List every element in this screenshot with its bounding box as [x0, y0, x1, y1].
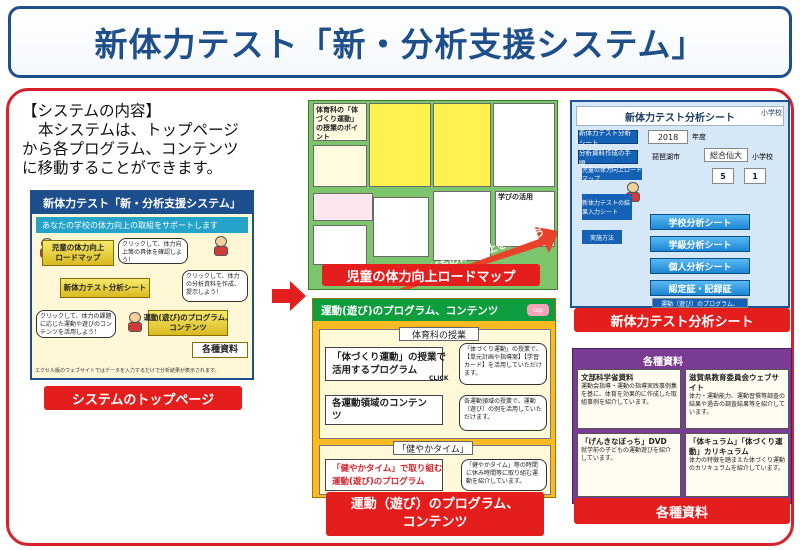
sports-contents-note: 各運動領域の授業で、運動（遊び）の例を活用していただけます。: [459, 395, 547, 431]
analysis-sheet-thumbnail[interactable]: 新体力テスト分析シート 小学校 新体力テスト分析シート 2018 年度 分析資料…: [570, 100, 790, 308]
analysis-label: 新体力テスト分析シート: [574, 308, 790, 332]
dvd-material-title: 「げんきなぼっち」DVD: [581, 437, 667, 446]
curriculum-material-card[interactable]: 「体キュラム」「体づくり運動」カリキュラム 体力の特徴を踏まえた体づくり運動のカ…: [685, 433, 789, 497]
analysis-title: 新体力テスト分析シート: [576, 106, 784, 126]
year-unit: 年度: [692, 133, 706, 141]
mext-material-card[interactable]: 文部科学省資料 運動会指導・運動の指導実践事例集を基に、体育を効果的に作成した取…: [577, 369, 681, 429]
body-building-note: 「体づくり運動」の授業で、【単元計画や指導案】【学習カード】を活用していただけま…: [459, 343, 547, 385]
class-value[interactable]: 1: [744, 168, 766, 184]
description-line-3: に移動することができます。: [22, 159, 222, 177]
healthy-time-program-button[interactable]: 「健やかタイム」で取り組む 運動(遊び)のプログラム: [325, 459, 443, 491]
curriculum-material-text: 体力の特徴を踏まえた体づくり運動のカリキュラムを紹介しています。: [689, 457, 786, 472]
programs-header: 運動(遊び)のプログラム、コンテンツ: [313, 299, 555, 321]
healthy-time-tag: 「健やかタイム」: [393, 441, 473, 455]
roadmap-button[interactable]: 児童の体力向上 ロードマップ: [42, 240, 114, 266]
top-page-thumbnail[interactable]: 新体力テスト「新・分析支援システム」 あなたの学校の体力向上の取組をサポートしま…: [30, 190, 254, 380]
analysis-school-label: 小学校: [761, 109, 782, 117]
analysis-bottom-link[interactable]: 運動（遊び）のプログラム、: [652, 298, 748, 308]
top-page-footer: エクセル版のウェブサイトではデータを入力するだけで分析結果が表示されます。: [35, 368, 220, 374]
roadmap-title-card: 体育科の「体づくり運動」の授業のポイント: [313, 103, 367, 141]
school-unit: 小学校: [752, 153, 773, 161]
roadmap-card: [493, 103, 555, 187]
curriculum-material-title: 「体キュラム」「体づくり運動」カリキュラム: [689, 437, 783, 456]
healthy-time-note: 「健やかタイム」等の時間に休み時間等に取り組む運動を紹介しています。: [461, 459, 547, 491]
description-line-1: 本システムは、トップページ: [38, 121, 239, 139]
top-button[interactable]: top: [527, 304, 549, 316]
programs-bubble: クリックして、体力の課題に応じた運動や遊びのコンテンツを活用しよう！: [36, 310, 116, 338]
analysis-left-label[interactable]: 児童の体力向上ロードマップ: [582, 167, 643, 183]
mext-material-text: 運動会指導・運動の指導実践事例集を基に、体育を効果的に作成した取組事例を紹介して…: [581, 383, 678, 406]
top-page-subheader: あなたの学校の体力向上の取組をサポートします: [36, 217, 248, 233]
mascot-icon: [212, 236, 230, 256]
materials-thumbnail[interactable]: 各種資料 文部科学省資料 運動会指導・運動の指導実践事例集を基に、体育を効果的に…: [572, 348, 792, 504]
description-line-2: から各プログラム、コンテンツ: [22, 140, 239, 158]
top-page-header: 新体力テスト「新・分析支援システム」: [32, 192, 252, 214]
materials-label: 各種資料: [574, 498, 790, 524]
roadmap-thumbnail[interactable]: 体育科の「体づくり運動」の授業のポイント 学びの活用 子どもの体力向上をめざそう: [308, 100, 558, 290]
school-name: 総合仙大: [704, 148, 748, 162]
click-label: CLICK: [429, 375, 449, 382]
shiga-website-card[interactable]: 滋賀県教育委員会ウェブサイト 体力・運動能力、運動習慣等調査の結果や過去の調査結…: [685, 369, 789, 429]
year-value: 2018: [648, 130, 688, 144]
programs-button[interactable]: 運動(遊び)のプログラム、 コンテンツ: [143, 310, 233, 336]
analysis-sheet-button[interactable]: 新体力テスト分析シート: [60, 278, 150, 298]
main-frame: [6, 88, 794, 546]
pe-class-tag: 体育科の授業: [399, 327, 479, 341]
grade-value[interactable]: 5: [712, 168, 734, 184]
roadmap-card: [313, 225, 367, 265]
description-heading: 【システムの内容】: [22, 102, 162, 120]
system-description: 【システムの内容】 本システムは、トップページ から各プログラム、コンテンツ に…: [22, 102, 292, 178]
analysis-left-label: 新体力テスト分析シート: [578, 129, 638, 147]
analysis-left-label[interactable]: 実施方法: [582, 230, 622, 244]
roadmap-card: [313, 145, 367, 187]
analysis-left-label: 分析資料作成の手順: [578, 149, 638, 167]
dvd-material-card[interactable]: 「げんきなぼっち」DVD 就学前の子どもの運動遊びを紹介しています。: [577, 433, 681, 497]
shiga-website-title: 滋賀県教育委員会ウェブサイト: [689, 373, 779, 392]
individual-analysis-button[interactable]: 個人分析シート: [650, 258, 750, 274]
growth-arrow-icon: [399, 227, 557, 289]
dvd-material-text: 就学前の子どもの運動遊びを紹介しています。: [581, 447, 672, 462]
analysis-left-label[interactable]: 新体力テストの結果入力シート: [582, 194, 632, 220]
school-analysis-button[interactable]: 学校分析シート: [650, 214, 750, 230]
roadmap-card: [433, 191, 491, 261]
programs-label: 運動（遊び）のプログラム、 コンテンツ: [326, 492, 544, 536]
shiga-website-text: 体力・運動能力、運動習慣等調査の結果や過去の調査結果等を紹介しています。: [689, 393, 786, 416]
materials-button[interactable]: 各種資料: [192, 342, 248, 358]
page-title-box: 新体力テスト「新・分析支援システム」: [8, 6, 792, 78]
top-page-label: システムのトップページ: [44, 386, 242, 410]
roadmap-card: [313, 193, 373, 221]
programs-thumbnail[interactable]: 運動(遊び)のプログラム、コンテンツ top 体育科の授業 「体づくり運動」の授…: [312, 298, 556, 498]
body-building-program-button[interactable]: 「体づくり運動」の授業で 活用するプログラム: [325, 347, 446, 381]
roadmap-card: [369, 103, 431, 187]
materials-header: 各種資料: [643, 357, 683, 368]
certificate-button[interactable]: 認定証・記録証: [650, 280, 750, 296]
arrow-right-icon: [272, 281, 306, 311]
mascot-icon: [126, 312, 144, 332]
roadmap-label: 児童の体力向上ロードマップ: [322, 264, 540, 286]
page-title: 新体力テスト「新・分析支援システム」: [94, 25, 706, 64]
sports-contents-button[interactable]: 各運動領域のコンテンツ: [325, 395, 443, 425]
roadmap-card: [433, 103, 491, 187]
roadmap-card: [373, 197, 429, 257]
roadmap-bubble: クリックして、体力向上策の具体を確認しよう！: [118, 238, 188, 264]
mext-material-title: 文部科学省資料: [581, 373, 634, 382]
class-analysis-button[interactable]: 学級分析シート: [650, 236, 750, 252]
city-name: 琵琶湖市: [652, 153, 680, 161]
analysis-bubble: クリックして、体力の分析資料を作成、提示しよう！: [182, 270, 248, 302]
